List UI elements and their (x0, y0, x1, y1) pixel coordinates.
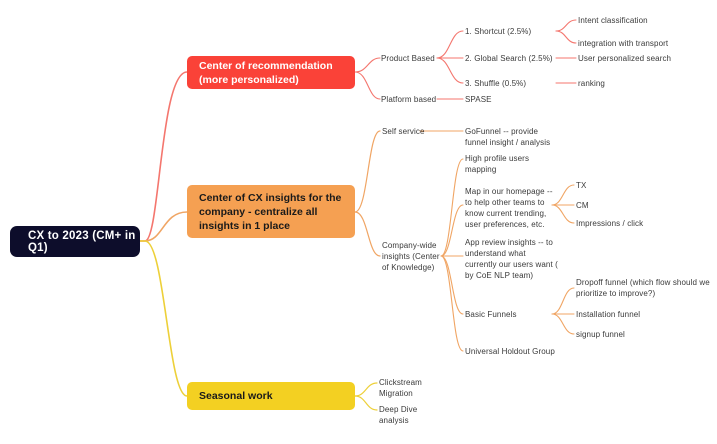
node-tx[interactable]: TX (576, 181, 587, 190)
link-root-cxinsights (139, 211, 188, 242)
branch-node-cx-insights-label: Center of CX insights for the company - … (199, 191, 342, 232)
node-map-in-homepage[interactable]: Map in our homepage -- to help other tea… (465, 187, 553, 229)
link-red-to-platform (354, 71, 381, 100)
node-global-search[interactable]: 2. Global Search (2.5%) (465, 54, 553, 63)
node-impressions-click[interactable]: Impressions / click (576, 219, 644, 228)
branch-node-seasonal-label: Seasonal work (199, 390, 273, 402)
link-orange-to-company (354, 211, 381, 257)
node-intent-classification[interactable]: Intent classification (578, 16, 648, 25)
node-platform-based[interactable]: Platform based (381, 95, 437, 104)
node-self-service[interactable]: Self service (382, 127, 425, 136)
node-deep-dive-analysis[interactable]: Deep Dive analysis (379, 405, 418, 425)
link-root-seasonal (139, 240, 188, 397)
branch-node-seasonal[interactable]: Seasonal work (187, 382, 355, 410)
node-shuffle[interactable]: 3. Shuffle (0.5%) (465, 79, 527, 88)
node-dropoff-funnel[interactable]: Dropoff funnel (which flow should we pri… (576, 278, 710, 298)
node-basic-funnels[interactable]: Basic Funnels (465, 310, 517, 319)
node-user-personalized-search[interactable]: User personalized search (578, 54, 672, 63)
node-product-based[interactable]: Product Based (381, 54, 435, 63)
node-signup-funnel[interactable]: signup funnel (576, 330, 625, 339)
node-high-profile-users-mapping[interactable]: High profile users mapping (465, 154, 530, 174)
node-universal-holdout-group[interactable]: Universal Holdout Group (465, 347, 555, 356)
node-ranking[interactable]: ranking (578, 79, 605, 88)
branch-node-cx-insights[interactable]: Center of CX insights for the company - … (187, 185, 355, 238)
link-orange-to-selfservice (354, 130, 381, 213)
node-installation-funnel[interactable]: Installation funnel (576, 310, 641, 319)
branch-node-recommendation[interactable]: Center of recommendation (more personali… (187, 56, 355, 89)
root-node-label: CX to 2023 (CM+ in Q1) (28, 229, 136, 254)
node-cm[interactable]: CM (576, 201, 589, 210)
link-seasonal-to-clickstream (354, 382, 378, 397)
link-seasonal-to-deepdive (354, 395, 378, 411)
branch-node-recommendation-label: Center of recommendation (more personali… (199, 59, 333, 86)
link-red-to-product (354, 57, 381, 73)
node-clickstream-migration[interactable]: Clickstream Migration (379, 378, 422, 398)
link-root-recommendation (139, 71, 188, 242)
node-integration-with-transport[interactable]: integration with transport (578, 39, 669, 48)
node-spase[interactable]: SPASE (465, 95, 492, 104)
node-company-wide-insights[interactable]: Company-wide insights (Center of Knowled… (382, 241, 440, 272)
node-app-review-insights[interactable]: App review insights -- to understand wha… (465, 238, 558, 280)
node-shortcut[interactable]: 1. Shortcut (2.5%) (465, 27, 532, 36)
node-gofunnel[interactable]: GoFunnel -- provide funnel insight / ana… (465, 127, 551, 147)
root-node[interactable]: CX to 2023 (CM+ in Q1) (10, 226, 140, 257)
